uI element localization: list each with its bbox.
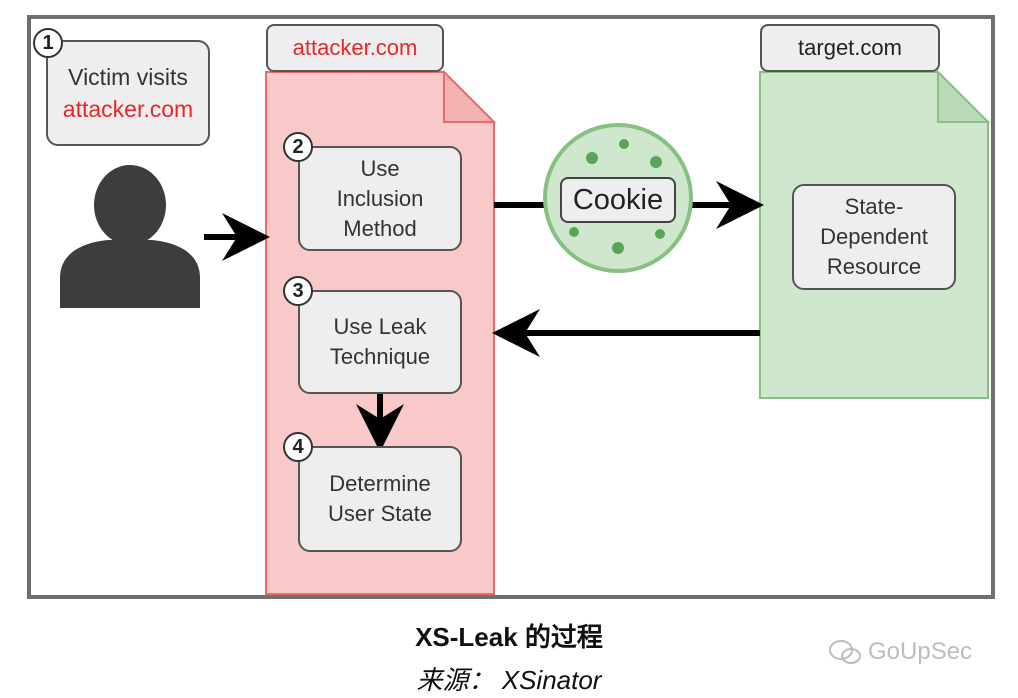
victim-line1: Victim visits	[68, 64, 188, 90]
target-document-fold	[937, 69, 991, 123]
resource-line2: Dependent	[820, 224, 928, 249]
step-2-line2: Inclusion	[336, 185, 424, 211]
step-4-line1: Determine	[329, 471, 431, 496]
watermark: GoUpSec	[828, 638, 972, 666]
step-3-box: Use Leak Technique	[298, 290, 462, 394]
resource-line3: Resource	[826, 254, 922, 279]
attacker-document-fold	[443, 69, 497, 123]
victim-box: Victim visits attacker.com	[46, 40, 210, 146]
step-2-box: Use Inclusion Method	[298, 146, 462, 251]
attacker-tab: attacker.com	[266, 24, 444, 72]
victim-line2: attacker.com	[62, 96, 194, 122]
step-2-line1: Use	[360, 155, 400, 181]
resource-box: State- Dependent Resource	[792, 184, 956, 290]
resource-line1: State-	[844, 194, 904, 219]
step-4-box: Determine User State	[298, 446, 462, 552]
wechat-icon	[829, 640, 861, 664]
target-tab: target.com	[760, 24, 940, 72]
step-3-line2: Technique	[329, 344, 431, 369]
step-2-badge: 2	[283, 132, 313, 162]
cookie-label: Cookie	[560, 177, 676, 223]
watermark-text: GoUpSec	[868, 638, 973, 665]
caption-source: 来源： XSinator	[416, 665, 602, 695]
step-3-badge: 3	[283, 276, 313, 306]
step-4-line2: User State	[328, 501, 432, 526]
person-icon	[60, 165, 200, 308]
step-1-badge: 1	[33, 28, 63, 58]
step-4-badge: 4	[283, 432, 313, 462]
caption-title: XS-Leak 的过程	[415, 622, 603, 652]
step-3-line1: Use Leak	[333, 314, 427, 339]
step-2-line3: Method	[343, 215, 417, 241]
